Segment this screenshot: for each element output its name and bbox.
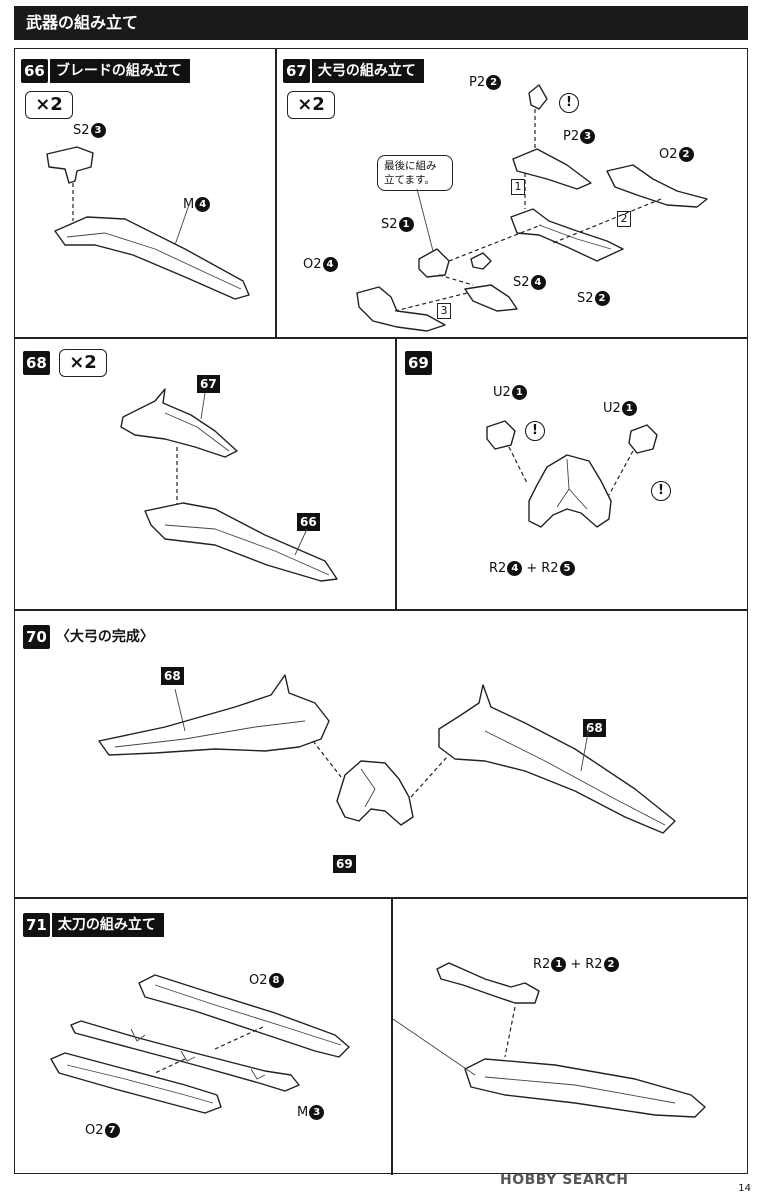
step-number: 66 [21, 59, 48, 83]
subassembly-tag-68-left: 68 [161, 667, 184, 685]
subassembly-tag-67: 67 [197, 375, 220, 393]
sword-assembly-illustration [50, 962, 706, 1118]
step-71-header: 71 太刀の組み立て [23, 913, 164, 937]
bow-blade-join-illustration [120, 388, 338, 582]
subassembly-tag-69: 69 [333, 855, 356, 873]
step-69-header: 69 [405, 351, 432, 375]
step-68-header: 68 [23, 351, 50, 375]
order-marker-3: 3 [437, 303, 451, 319]
quantity-badge: ×2 [25, 91, 73, 119]
warning-icon: ! [525, 421, 545, 441]
assembly-note-callout: 最後に組み立てます。 [377, 155, 453, 191]
step-number: 71 [23, 913, 50, 937]
step-67-header: 67 大弓の組み立て [283, 59, 424, 83]
step-number: 70 [23, 625, 50, 649]
page-number: 14 [738, 1183, 751, 1194]
subassembly-tag-66: 66 [297, 513, 320, 531]
warning-icon: ! [559, 93, 579, 113]
step-title: ブレードの組み立て [49, 59, 190, 83]
quantity-badge: ×2 [59, 349, 107, 377]
bow-grip-illustration [486, 420, 658, 528]
step-number: 69 [405, 351, 432, 375]
quantity-badge: ×2 [287, 91, 335, 119]
step-70-header: 70 〈大弓の完成〉 [23, 625, 162, 649]
step-71-divider [391, 899, 393, 1175]
step-title: 大弓の組み立て [311, 59, 424, 83]
step-number: 68 [23, 351, 50, 375]
watermark: HOBBY SEARCH [500, 1172, 629, 1188]
step-title: 太刀の組み立て [51, 913, 164, 937]
section-header: 武器の組み立て [14, 6, 748, 40]
step-number: 67 [283, 59, 310, 83]
step-66-header: 66 ブレードの組み立て [21, 59, 190, 83]
blade-assembly-illustration [46, 146, 250, 300]
bow-assembly-illustration [356, 84, 708, 332]
step-title: 〈大弓の完成〉 [55, 629, 154, 645]
warning-icon: ! [651, 481, 671, 501]
bow-complete-illustration [98, 674, 676, 834]
step-70-panel: 70 〈大弓の完成〉 68 68 69 [14, 610, 748, 898]
subassembly-tag-68-right: 68 [583, 719, 606, 737]
step-68-panel: 68 ×2 67 66 [14, 338, 396, 610]
